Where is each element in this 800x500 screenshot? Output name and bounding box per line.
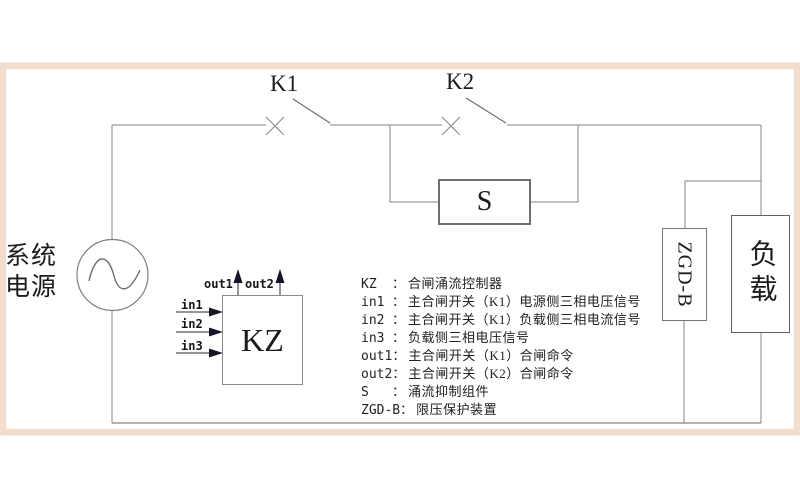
legend-row: out1：主合闸开关（K1）合闸命令 — [361, 347, 661, 365]
legend-term: in1 — [361, 295, 385, 310]
legend-desc: 主合闸开关（K1）负载侧三相电流信号 — [408, 312, 641, 327]
legend: KZ：合闸涌流控制器 in1：主合闸开关（K1）电源侧三相电压信号 in2：主合… — [361, 275, 661, 419]
legend-row: in1 ：主合闸开关（K1）电源侧三相电压信号 — [361, 293, 661, 311]
k2-contact-cross-icon — [441, 116, 461, 136]
voltage-limiter-label: ZGD-B — [674, 241, 697, 308]
legend-desc: 主合闸开关（K1）合闸命令 — [408, 348, 574, 363]
legend-row: ZGD-B：限压保护装置 — [361, 401, 661, 419]
in3-arrowhead-icon — [209, 348, 223, 358]
ac-source-circle — [76, 238, 149, 312]
in2-arrowhead-icon — [209, 327, 223, 337]
legend-separator: ： — [392, 366, 406, 381]
out1-port-label: out1 — [204, 277, 233, 291]
load-box: 负载 — [731, 215, 790, 333]
legend-desc: 合闸涌流控制器 — [408, 276, 503, 291]
k1-contact-cross-icon — [265, 116, 285, 136]
out2-arrowhead-icon — [275, 269, 285, 283]
wire-zgd-top-lead — [684, 180, 761, 228]
legend-separator: ： — [392, 312, 406, 327]
k1-switch-blade — [292, 98, 331, 124]
legend-row: KZ ：合闸涌流控制器 — [361, 275, 661, 293]
sine-wave-icon — [88, 258, 141, 290]
legend-term: KZ — [361, 277, 377, 292]
controller-box: KZ — [222, 295, 303, 385]
in1-arrowhead-icon — [209, 307, 223, 317]
legend-row: out2：主合闸开关（K2）合闸命令 — [361, 365, 661, 383]
legend-term: out2 — [361, 367, 393, 382]
load-label: 负载 — [745, 239, 777, 309]
wire-s-branch-left — [389, 125, 438, 203]
legend-row: in2 ：主合闸开关（K1）负载侧三相电流信号 — [361, 311, 661, 329]
legend-desc: 涌流抑制组件 — [408, 384, 490, 399]
legend-desc: 主合闸开关（K2）合闸命令 — [408, 366, 574, 381]
out1-arrowhead-icon — [233, 269, 243, 283]
legend-separator: ： — [392, 294, 406, 309]
wire-s-branch-right — [531, 125, 579, 203]
legend-term: S — [361, 385, 369, 400]
legend-term: out1 — [361, 349, 393, 364]
legend-desc: 主合闸开关（K1）电源侧三相电压信号 — [408, 294, 641, 309]
k1-switch-label: K1 — [270, 71, 299, 96]
voltage-limiter-box: ZGD-B — [662, 228, 707, 321]
in2-port-label: in2 — [181, 317, 203, 331]
surge-suppressor-label: S — [476, 186, 493, 217]
out2-port-label: out2 — [245, 277, 274, 291]
legend-row: S ：涌流抑制组件 — [361, 383, 661, 401]
legend-row: in3 ：负载侧三相电压信号 — [361, 329, 661, 347]
in3-port-label: in3 — [181, 339, 203, 353]
legend-separator: ： — [392, 276, 406, 291]
legend-separator: ： — [392, 384, 406, 399]
decorative-frame — [0, 63, 800, 435]
in1-port-label: in1 — [181, 298, 203, 312]
legend-separator: ： — [392, 330, 406, 345]
legend-term: in3 — [361, 331, 385, 346]
system-power-label: 系统电源 — [5, 243, 58, 301]
legend-separator: ： — [392, 348, 406, 363]
legend-desc: 限压保护装置 — [416, 402, 498, 417]
legend-desc: 负载侧三相电压信号 — [408, 330, 530, 345]
surge-suppressor-box: S — [438, 179, 531, 225]
legend-separator: ： — [400, 402, 414, 417]
controller-label: KZ — [241, 321, 284, 358]
k2-switch-label: K2 — [446, 69, 475, 94]
legend-term: ZGD-B — [361, 403, 401, 418]
legend-term: in2 — [361, 313, 385, 328]
k2-switch-blade — [465, 97, 507, 124]
